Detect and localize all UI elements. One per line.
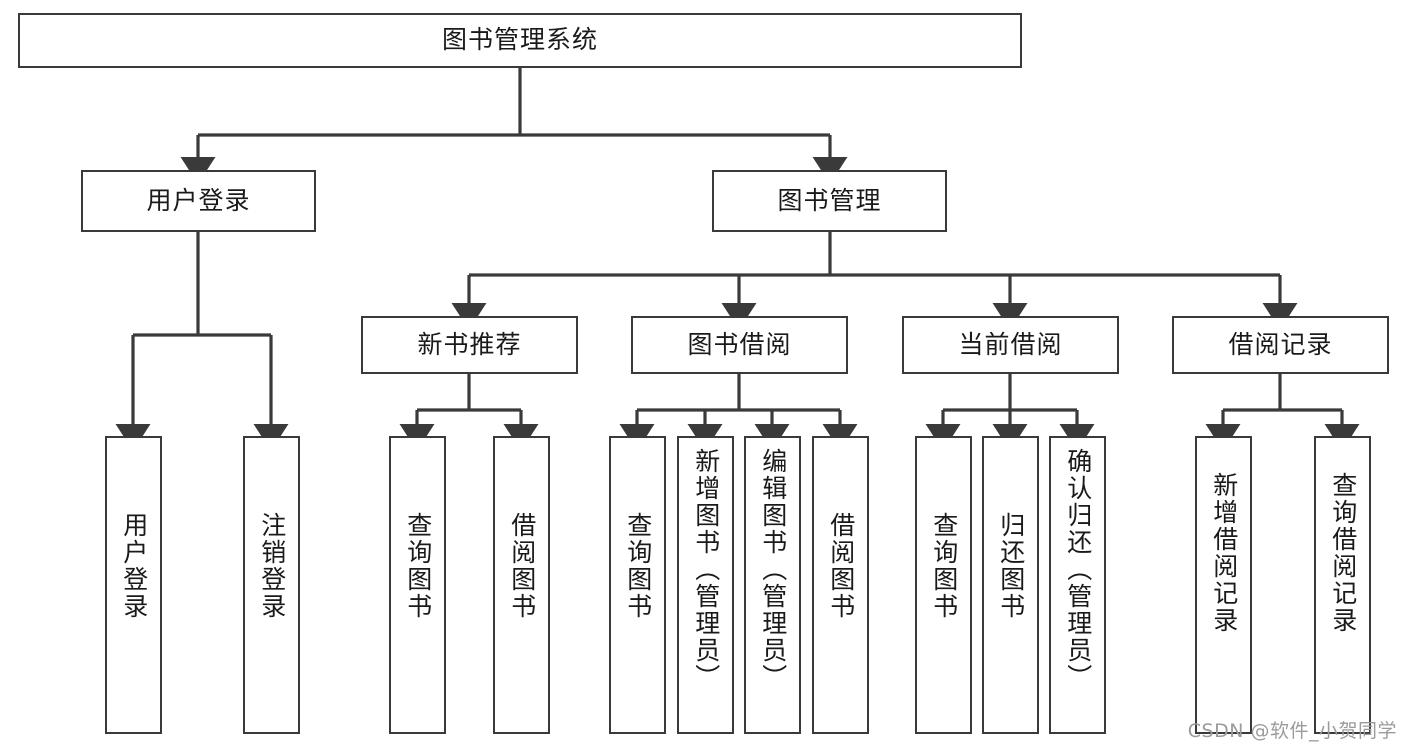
node-leaf-confirm-return[interactable]: 确认归还（管理员） — [1049, 436, 1106, 734]
node-leaf-query-book-3[interactable]: 查询图书 — [915, 436, 972, 734]
node-book-borrow[interactable]: 图书借阅 — [631, 316, 848, 374]
node-leaf-user-login[interactable]: 用户登录 — [105, 436, 162, 734]
node-leaf-borrow-book-2-label: 借阅图书 — [826, 512, 856, 620]
node-leaf-query-book-3-label: 查询图书 — [929, 512, 959, 620]
node-leaf-borrow-book-1[interactable]: 借阅图书 — [493, 436, 550, 734]
node-leaf-query-record[interactable]: 查询借阅记录 — [1314, 436, 1371, 734]
node-current-borrow-label: 当前借阅 — [958, 329, 1063, 359]
node-leaf-add-book-label: 新增图书（管理员） — [691, 448, 721, 691]
node-leaf-logout-login[interactable]: 注销登录 — [243, 436, 300, 734]
node-leaf-borrow-book-1-label: 借阅图书 — [507, 512, 537, 620]
node-book-management-label: 图书管理 — [777, 185, 882, 215]
node-leaf-add-record[interactable]: 新增借阅记录 — [1195, 436, 1252, 734]
node-leaf-return-book-label: 归还图书 — [996, 512, 1026, 620]
node-new-book-recommend[interactable]: 新书推荐 — [361, 316, 578, 374]
node-book-borrow-label: 图书借阅 — [687, 329, 792, 359]
node-user-login-label: 用户登录 — [146, 185, 251, 215]
node-new-book-recommend-label: 新书推荐 — [417, 329, 522, 359]
node-leaf-user-login-label: 用户登录 — [119, 512, 149, 620]
node-leaf-query-record-label: 查询借阅记录 — [1328, 472, 1358, 634]
node-leaf-borrow-book-2[interactable]: 借阅图书 — [812, 436, 869, 734]
node-leaf-add-record-label: 新增借阅记录 — [1209, 472, 1239, 634]
node-current-borrow[interactable]: 当前借阅 — [902, 316, 1119, 374]
node-leaf-query-book-1-label: 查询图书 — [403, 512, 433, 620]
watermark: CSDN @软件_小贺同学 — [1187, 720, 1397, 742]
node-leaf-query-book-1[interactable]: 查询图书 — [389, 436, 446, 734]
node-user-login[interactable]: 用户登录 — [81, 170, 316, 232]
node-leaf-query-book-2[interactable]: 查询图书 — [609, 436, 666, 734]
node-leaf-query-book-2-label: 查询图书 — [623, 512, 653, 620]
node-leaf-confirm-return-label: 确认归还（管理员） — [1063, 448, 1093, 691]
node-book-management[interactable]: 图书管理 — [712, 170, 947, 232]
node-leaf-edit-book-label: 编辑图书（管理员） — [758, 448, 788, 691]
node-leaf-return-book[interactable]: 归还图书 — [982, 436, 1039, 734]
node-leaf-edit-book[interactable]: 编辑图书（管理员） — [744, 436, 801, 734]
node-borrow-record-label: 借阅记录 — [1228, 329, 1333, 359]
node-root[interactable]: 图书管理系统 — [18, 13, 1022, 68]
node-leaf-add-book[interactable]: 新增图书（管理员） — [677, 436, 734, 734]
node-leaf-logout-login-label: 注销登录 — [257, 512, 287, 620]
node-root-label: 图书管理系统 — [441, 25, 598, 54]
node-borrow-record[interactable]: 借阅记录 — [1172, 316, 1389, 374]
